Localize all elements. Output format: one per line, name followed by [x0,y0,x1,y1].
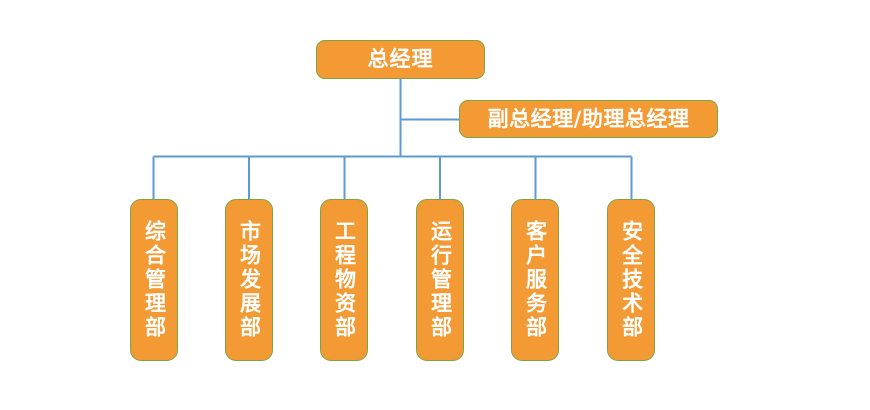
node-general-manager[interactable]: 总经理 [316,40,485,79]
node-department-safety-technology-label: 安全技术部 [619,220,644,340]
node-deputy-general-manager[interactable]: 副总经理/助理总经理 [459,100,718,138]
node-department-market-development-label: 市场发展部 [237,220,262,340]
node-department-engineering-materials[interactable]: 工程物资部 [320,199,368,361]
node-department-safety-technology[interactable]: 安全技术部 [607,199,655,361]
node-department-market-development[interactable]: 市场发展部 [225,199,273,361]
node-department-operations-management-label: 运行管理部 [428,220,453,340]
node-department-customer-service-label: 客户服务部 [523,220,548,340]
node-department-comprehensive-management-label: 综合管理部 [142,220,167,340]
node-general-manager-label: 总经理 [367,47,434,72]
node-department-operations-management[interactable]: 运行管理部 [416,199,464,361]
node-department-customer-service[interactable]: 客户服务部 [511,199,559,361]
node-department-engineering-materials-label: 工程物资部 [332,220,357,340]
node-department-comprehensive-management[interactable]: 综合管理部 [130,199,178,361]
node-deputy-general-manager-label: 副总经理/助理总经理 [487,106,690,131]
